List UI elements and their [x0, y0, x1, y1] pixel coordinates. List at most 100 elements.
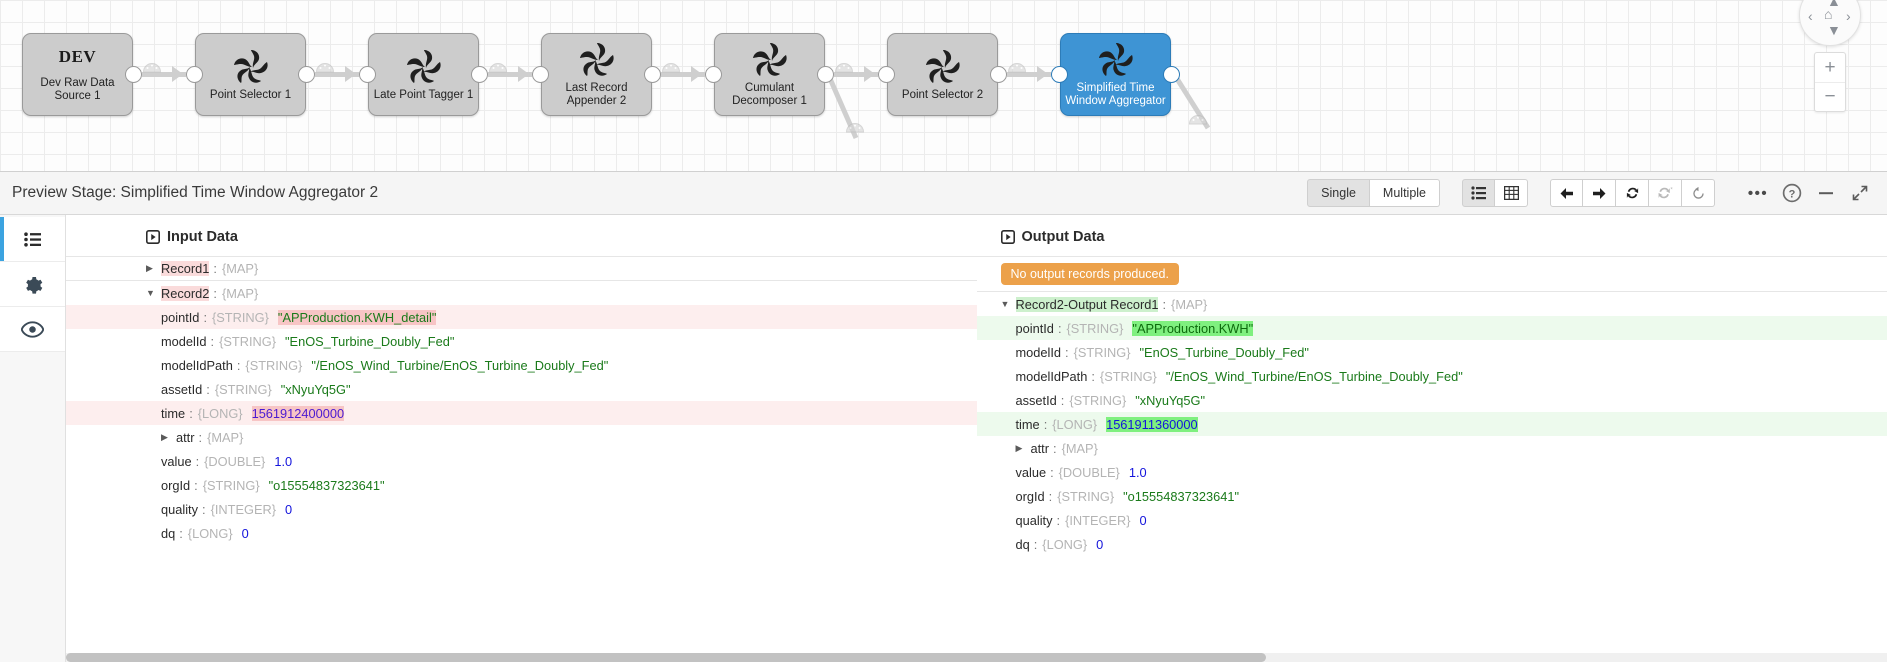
- pan-down-icon[interactable]: ▼: [1827, 22, 1841, 38]
- step-forward-button[interactable]: [1583, 179, 1616, 207]
- field-name: modelId: [1015, 344, 1062, 360]
- minimize-button[interactable]: [1809, 178, 1843, 208]
- refresh-button[interactable]: [1616, 179, 1649, 207]
- field-colon: :: [213, 261, 217, 276]
- node-label: Late Point Tagger 1: [373, 88, 474, 101]
- data-row[interactable]: pointId:{STRING}"APProduction.KWH_detail…: [66, 305, 977, 329]
- field-colon: :: [195, 453, 200, 469]
- node-input-port[interactable]: [1051, 66, 1068, 83]
- preview-nav-buttons[interactable]: *: [1550, 179, 1715, 207]
- step-back-button[interactable]: [1550, 179, 1583, 207]
- field-type: {STRING}: [1066, 320, 1124, 336]
- more-options-button[interactable]: •••: [1747, 184, 1769, 202]
- data-row[interactable]: time:{LONG}1561912400000: [66, 401, 977, 425]
- node-output-port[interactable]: [644, 66, 661, 83]
- data-row[interactable]: quality:{INTEGER}0: [66, 497, 977, 521]
- mode-single-button[interactable]: Single: [1307, 179, 1370, 207]
- field-name: modelIdPath: [1015, 368, 1088, 384]
- list-view-button[interactable]: [1462, 179, 1495, 207]
- field-name: modelIdPath: [161, 357, 233, 373]
- field-name: attr: [1030, 440, 1050, 456]
- node-output-port[interactable]: [125, 66, 142, 83]
- expand-caret-icon[interactable]: ▼: [146, 288, 155, 298]
- field-name: value: [1015, 464, 1047, 480]
- data-row[interactable]: quality:{INTEGER}0: [977, 508, 1887, 532]
- data-row[interactable]: ▼Record2-Output Record1:{MAP}: [977, 292, 1887, 316]
- pipeline-node-point-selector-2[interactable]: Point Selector 2: [887, 33, 998, 116]
- data-row[interactable]: ▶attr:{MAP}: [977, 436, 1887, 460]
- field-type: {MAP}: [1061, 440, 1098, 456]
- field-value: "/EnOS_Wind_Turbine/EnOS_Turbine_Doubly_…: [1165, 368, 1463, 384]
- data-row[interactable]: ▼Record2:{MAP}: [66, 281, 977, 305]
- output-notice-wrap: No output records produced.: [976, 256, 1887, 292]
- sidebar-item-list-panel[interactable]: [0, 217, 65, 262]
- field-name: value: [161, 453, 192, 469]
- pinwheel-icon: [752, 43, 787, 76]
- pipeline-node-simplified-time-window-aggregator[interactable]: Simplified Time Window Aggregator: [1060, 33, 1171, 116]
- sidebar-item-preview-panel[interactable]: [0, 307, 65, 352]
- canvas-nav-compass[interactable]: ▲ ▼ ‹ › ⌂: [1799, 0, 1861, 46]
- pinwheel-icon: [1098, 43, 1133, 76]
- data-row[interactable]: dq:{LONG}0: [977, 532, 1887, 556]
- node-input-port[interactable]: [186, 66, 203, 83]
- mode-multiple-button[interactable]: Multiple: [1369, 179, 1440, 207]
- view-mode-toggle[interactable]: [1462, 179, 1528, 207]
- data-row[interactable]: value:{DOUBLE}1.0: [66, 449, 977, 473]
- data-row[interactable]: modelIdPath:{STRING}"/EnOS_Wind_Turbine/…: [66, 353, 977, 377]
- expand-caret-icon[interactable]: ▶: [161, 431, 168, 442]
- field-type: {LONG}: [1042, 536, 1088, 552]
- zoom-out-button[interactable]: −: [1815, 82, 1845, 111]
- table-view-button[interactable]: [1495, 179, 1528, 207]
- zoom-in-button[interactable]: +: [1824, 56, 1836, 78]
- node-output-port[interactable]: [817, 66, 834, 83]
- data-row[interactable]: dq:{LONG}0: [66, 521, 977, 545]
- data-row[interactable]: modelIdPath:{STRING}"/EnOS_Wind_Turbine/…: [977, 364, 1887, 388]
- node-label: Simplified Time Window Aggregator: [1065, 82, 1166, 107]
- scrollbar-thumb[interactable]: [66, 653, 1266, 662]
- node-input-port[interactable]: [705, 66, 722, 83]
- pipeline-node-late-point-tagger-1[interactable]: Late Point Tagger 1: [368, 33, 479, 116]
- home-icon[interactable]: ⌂: [1824, 6, 1833, 22]
- node-output-port[interactable]: [298, 66, 315, 83]
- refresh-auto-button[interactable]: *: [1649, 179, 1682, 207]
- help-button[interactable]: ?: [1775, 178, 1809, 208]
- data-row[interactable]: ▶Record1:{MAP}: [66, 257, 977, 281]
- pipeline-node-last-record-appender-2[interactable]: Last Record Appender 2: [541, 33, 652, 116]
- field-type: {STRING}: [219, 333, 276, 349]
- data-row[interactable]: modelId:{STRING}"EnOS_Turbine_Doubly_Fed…: [977, 340, 1887, 364]
- preview-mode-toggle[interactable]: Single Multiple: [1307, 179, 1440, 207]
- zoom-controls[interactable]: + −: [1814, 52, 1846, 112]
- field-type: {MAP}: [1171, 296, 1208, 312]
- expand-button[interactable]: [1843, 178, 1877, 208]
- revert-button[interactable]: [1682, 179, 1715, 207]
- node-label: Dev Raw Data Source 1: [40, 76, 115, 102]
- pan-right-icon[interactable]: ›: [1846, 8, 1851, 24]
- expand-caret-icon[interactable]: ▼: [1000, 299, 1010, 309]
- pan-left-icon[interactable]: ‹: [1808, 8, 1813, 24]
- data-row[interactable]: time:{LONG}1561911360000: [976, 412, 1887, 436]
- horizontal-scrollbar[interactable]: [66, 653, 1887, 662]
- data-row[interactable]: pointId:{STRING}"APProduction.KWH": [976, 316, 1887, 340]
- field-name: orgId: [1015, 488, 1045, 504]
- pipeline-node-cumulant-decomposer-1[interactable]: Cumulant Decomposer 1: [714, 33, 825, 116]
- node-output-port[interactable]: [1163, 66, 1180, 83]
- data-row[interactable]: assetId:{STRING}"xNyuYq5G": [66, 377, 977, 401]
- node-input-port[interactable]: [532, 66, 549, 83]
- node-input-port[interactable]: [359, 66, 376, 83]
- data-row[interactable]: orgId:{STRING}"o15554837323641": [66, 473, 977, 497]
- expand-caret-icon[interactable]: ▶: [1015, 442, 1023, 453]
- sidebar-item-settings-panel[interactable]: [0, 262, 65, 307]
- data-row[interactable]: assetId:{STRING}"xNyuYq5G": [977, 388, 1887, 412]
- expand-caret-icon[interactable]: ▶: [146, 263, 153, 273]
- pan-up-icon[interactable]: ▲: [1827, 0, 1841, 9]
- node-input-port[interactable]: [878, 66, 895, 83]
- data-row[interactable]: ▶attr:{MAP}: [66, 425, 977, 449]
- pipeline-node-point-selector-1[interactable]: Point Selector 1: [195, 33, 306, 116]
- data-row[interactable]: orgId:{STRING}"o15554837323641": [977, 484, 1887, 508]
- node-output-port[interactable]: [471, 66, 488, 83]
- node-output-port[interactable]: [990, 66, 1007, 83]
- data-row[interactable]: value:{DOUBLE}1.0: [977, 460, 1887, 484]
- data-row[interactable]: modelId:{STRING}"EnOS_Turbine_Doubly_Fed…: [66, 329, 977, 353]
